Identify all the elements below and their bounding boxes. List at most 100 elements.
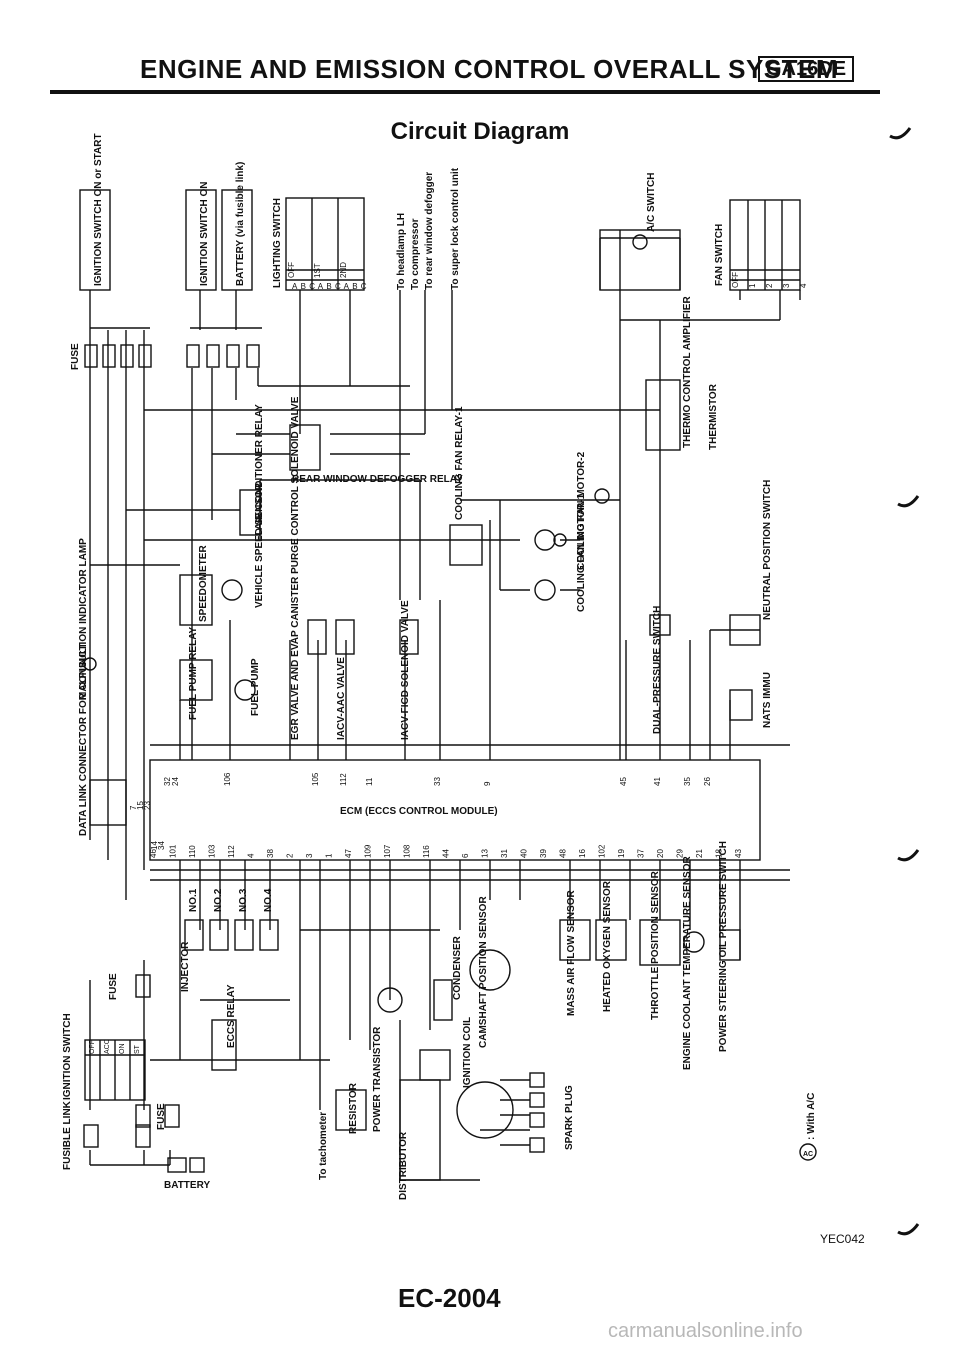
lighting-table-subheader: B (326, 282, 331, 291)
label-ignition-switch: IGNITION SWITCH (62, 1013, 73, 1100)
label-to-super-lock: To super lock control unit (450, 167, 461, 290)
fan-table-header: OFF (731, 272, 740, 288)
lighting-table-subheader: C (335, 282, 341, 291)
label-fuse-top: FUSE (70, 343, 81, 370)
label-ignition-switch-on-start: IGNITION SWITCH ON or START (93, 133, 104, 286)
label-power-transistor: POWER TRANSISTOR (372, 1026, 383, 1132)
cooling-fan-motor-2 (534, 529, 556, 551)
page-title: ENGINE AND EMISSION CONTROL OVERALL SYST… (140, 54, 839, 84)
legend-symbol-text: AC (803, 1151, 813, 1158)
ecm-pin-bottom: 31 (500, 849, 509, 858)
ecm-pin-top: 35 (683, 777, 692, 786)
ecm-pin-bottom: 3 (305, 853, 314, 858)
ecm-pin-left: 14 (150, 841, 159, 850)
ignition-table-header: OFF (89, 1040, 96, 1054)
ecm-pin-bottom: 108 (403, 844, 412, 858)
label-ac-switch: A/C SWITCH (646, 173, 657, 232)
ecm-pin-bottom: 29 (676, 849, 685, 858)
ecm-pin-bottom: 116 (422, 845, 431, 858)
label-rear-defogger-relay: REAR WINDOW DEFOGGER RELAY (292, 474, 463, 485)
ecm-pin-bottom: 21 (695, 849, 704, 858)
ignition-switch-box (79, 189, 111, 291)
ecm-pin-top: 33 (433, 777, 442, 786)
ecm-pin-top: 9 (483, 781, 492, 786)
thermo-amp-box (645, 379, 681, 451)
ecm-pin-bottom: 48 (559, 849, 568, 858)
ecm-pin-bottom: 103 (208, 844, 217, 858)
label-lighting-switch: LIGHTING SWITCH (272, 198, 283, 288)
corner-mark-icon (897, 849, 920, 862)
ecm-pin-bottom: 20 (656, 849, 665, 858)
label-o2-sensor: HEATED OXYGEN SENSOR (602, 880, 613, 1012)
tps-box (639, 919, 681, 966)
lighting-table-header: 2ND (339, 262, 348, 278)
lighting-table-subheader: C (309, 282, 315, 291)
fan-table-header: 3 (782, 283, 791, 288)
o2-sensor-box (595, 919, 627, 961)
ecm-pin-bottom: 102 (598, 844, 607, 858)
label-to-rear-defogger: To rear window defogger (424, 172, 435, 290)
label-neutral-switch: NEUTRAL POSITION SWITCH (762, 480, 773, 620)
ecm-pin-bottom: 1 (325, 853, 334, 858)
figure-id: YEC042 (820, 1232, 865, 1246)
fan-table-header: 2 (765, 283, 774, 288)
label-spark-plug: SPARK PLUG (564, 1085, 575, 1150)
label-ecm: ECM (ECCS CONTROL MODULE) (340, 806, 498, 817)
ecm-pin-top: 45 (619, 777, 628, 786)
label-inj-4: NO.4 (263, 888, 274, 912)
ecm-pin-top: 26 (703, 777, 712, 786)
label-thermistor: THERMISTOR (708, 383, 719, 450)
label-camshaft-sensor: CAMSHAFT POSITION SENSOR (478, 896, 489, 1048)
label-vehicle-speed-sensor: VEHICLE SPEED SENSOR (254, 482, 265, 608)
fan-table-header: 4 (799, 283, 808, 288)
ignition-table-header: ACC (104, 1039, 111, 1054)
ecm-pin-bottom: 16 (578, 849, 587, 858)
ecm-pin-top: 24 (171, 777, 180, 786)
label-nats: NATS IMMU (762, 672, 773, 728)
watermark: carmanualsonline.info (608, 1320, 803, 1342)
label-fuse-lower: FUSE (108, 973, 119, 1000)
ecm-pin-bottom: 4 (247, 853, 256, 858)
label-to-compressor: To compressor (410, 218, 421, 290)
lighting-table-subheader: A (318, 282, 324, 291)
ecm-pin-top: 105 (311, 772, 320, 786)
label-injector: INJECTOR (180, 941, 191, 992)
lighting-table-subheader: B (352, 282, 357, 291)
label-ignition-coil: IGNITION COIL (462, 1017, 473, 1088)
label-fuel-pump: FUEL PUMP (250, 658, 261, 716)
label-iacv-ficd: IACV-FICD SOLENOID VALVE (400, 600, 411, 740)
section-title: Circuit Diagram (390, 118, 570, 145)
label-iacv-aac: IACV-AAC VALVE (336, 657, 347, 740)
engine-code-badge: GA16DE (758, 56, 855, 82)
label-fan-switch: FAN SWITCH (714, 224, 725, 286)
ecm-pin-bottom: 13 (481, 849, 490, 858)
label-inj-1: NO.1 (188, 888, 199, 912)
ecm-pin-bottom: 46 (149, 849, 158, 858)
ecm-pin-bottom: 109 (364, 844, 373, 858)
ecm-pin-top: 106 (223, 772, 232, 786)
ecm-pin-bottom: 110 (188, 845, 197, 858)
corner-mark-icon (897, 495, 920, 508)
label-fusible-link: FUSIBLE LINK (62, 1100, 73, 1170)
ecm-pin-top: 32 (163, 777, 172, 786)
lighting-table-subheader: C (361, 282, 367, 291)
ecm-pin-bottom: 107 (383, 844, 392, 858)
lighting-switch-table (285, 197, 365, 291)
lighting-table-subheader: A (344, 282, 350, 291)
data-link-connector (89, 779, 127, 826)
label-tps: THROTTLE POSITION SENSOR (650, 870, 661, 1020)
label-cooling-fan-motor-1: COOLING FAN MOTOR-1 (576, 493, 587, 612)
label-fuse-bottom: FUSE (156, 1103, 167, 1130)
ecm-pin-bottom: 19 (617, 849, 626, 858)
ecm-pin-top: 41 (653, 777, 662, 786)
label-egr-evap: EGR VALVE AND EVAP CANISTER PURGE CONTRO… (290, 396, 301, 740)
ecm-pin-left: 15 (136, 801, 145, 810)
label-data-link: DATA LINK CONNECTOR FOR CONSULT (78, 643, 89, 836)
label-inj-2: NO.2 (213, 888, 224, 912)
label-malfunction-lamp: MALFUNCTION INDICATOR LAMP (78, 538, 89, 700)
